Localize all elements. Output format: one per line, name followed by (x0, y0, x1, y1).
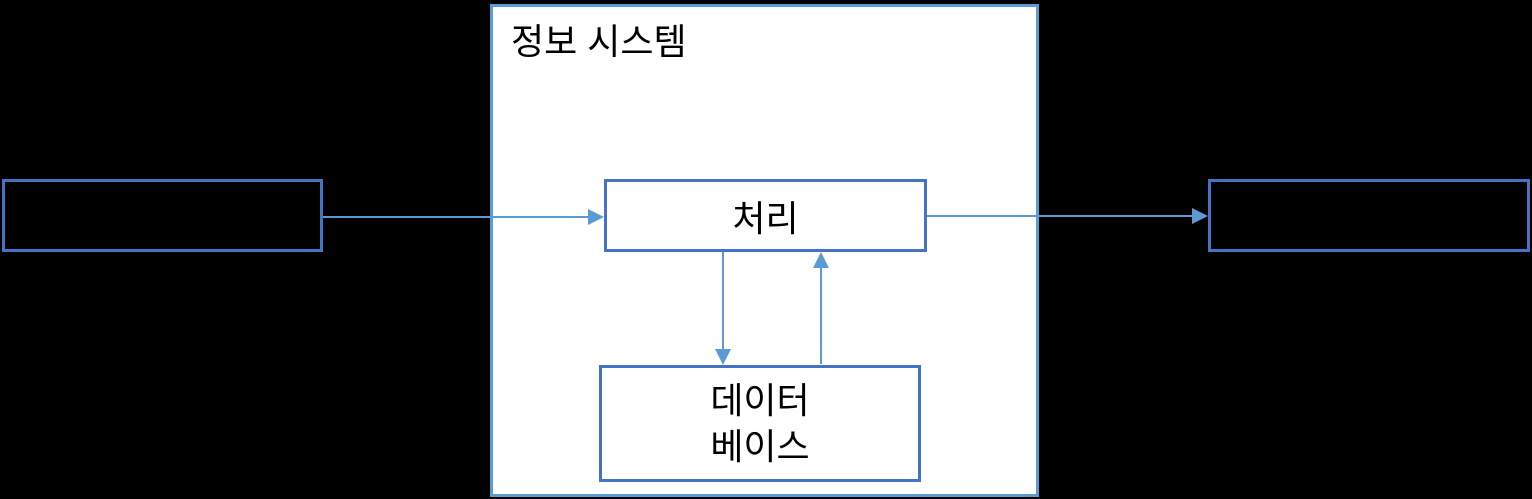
input-box (2, 179, 323, 252)
process-box: 처리 (604, 179, 927, 252)
database-label: 데이터 베이스 (710, 379, 810, 467)
process-label: 처리 (732, 197, 799, 239)
output-box (1208, 179, 1530, 252)
database-box: 데이터 베이스 (599, 365, 921, 482)
system-title: 정보 시스템 (511, 21, 687, 62)
